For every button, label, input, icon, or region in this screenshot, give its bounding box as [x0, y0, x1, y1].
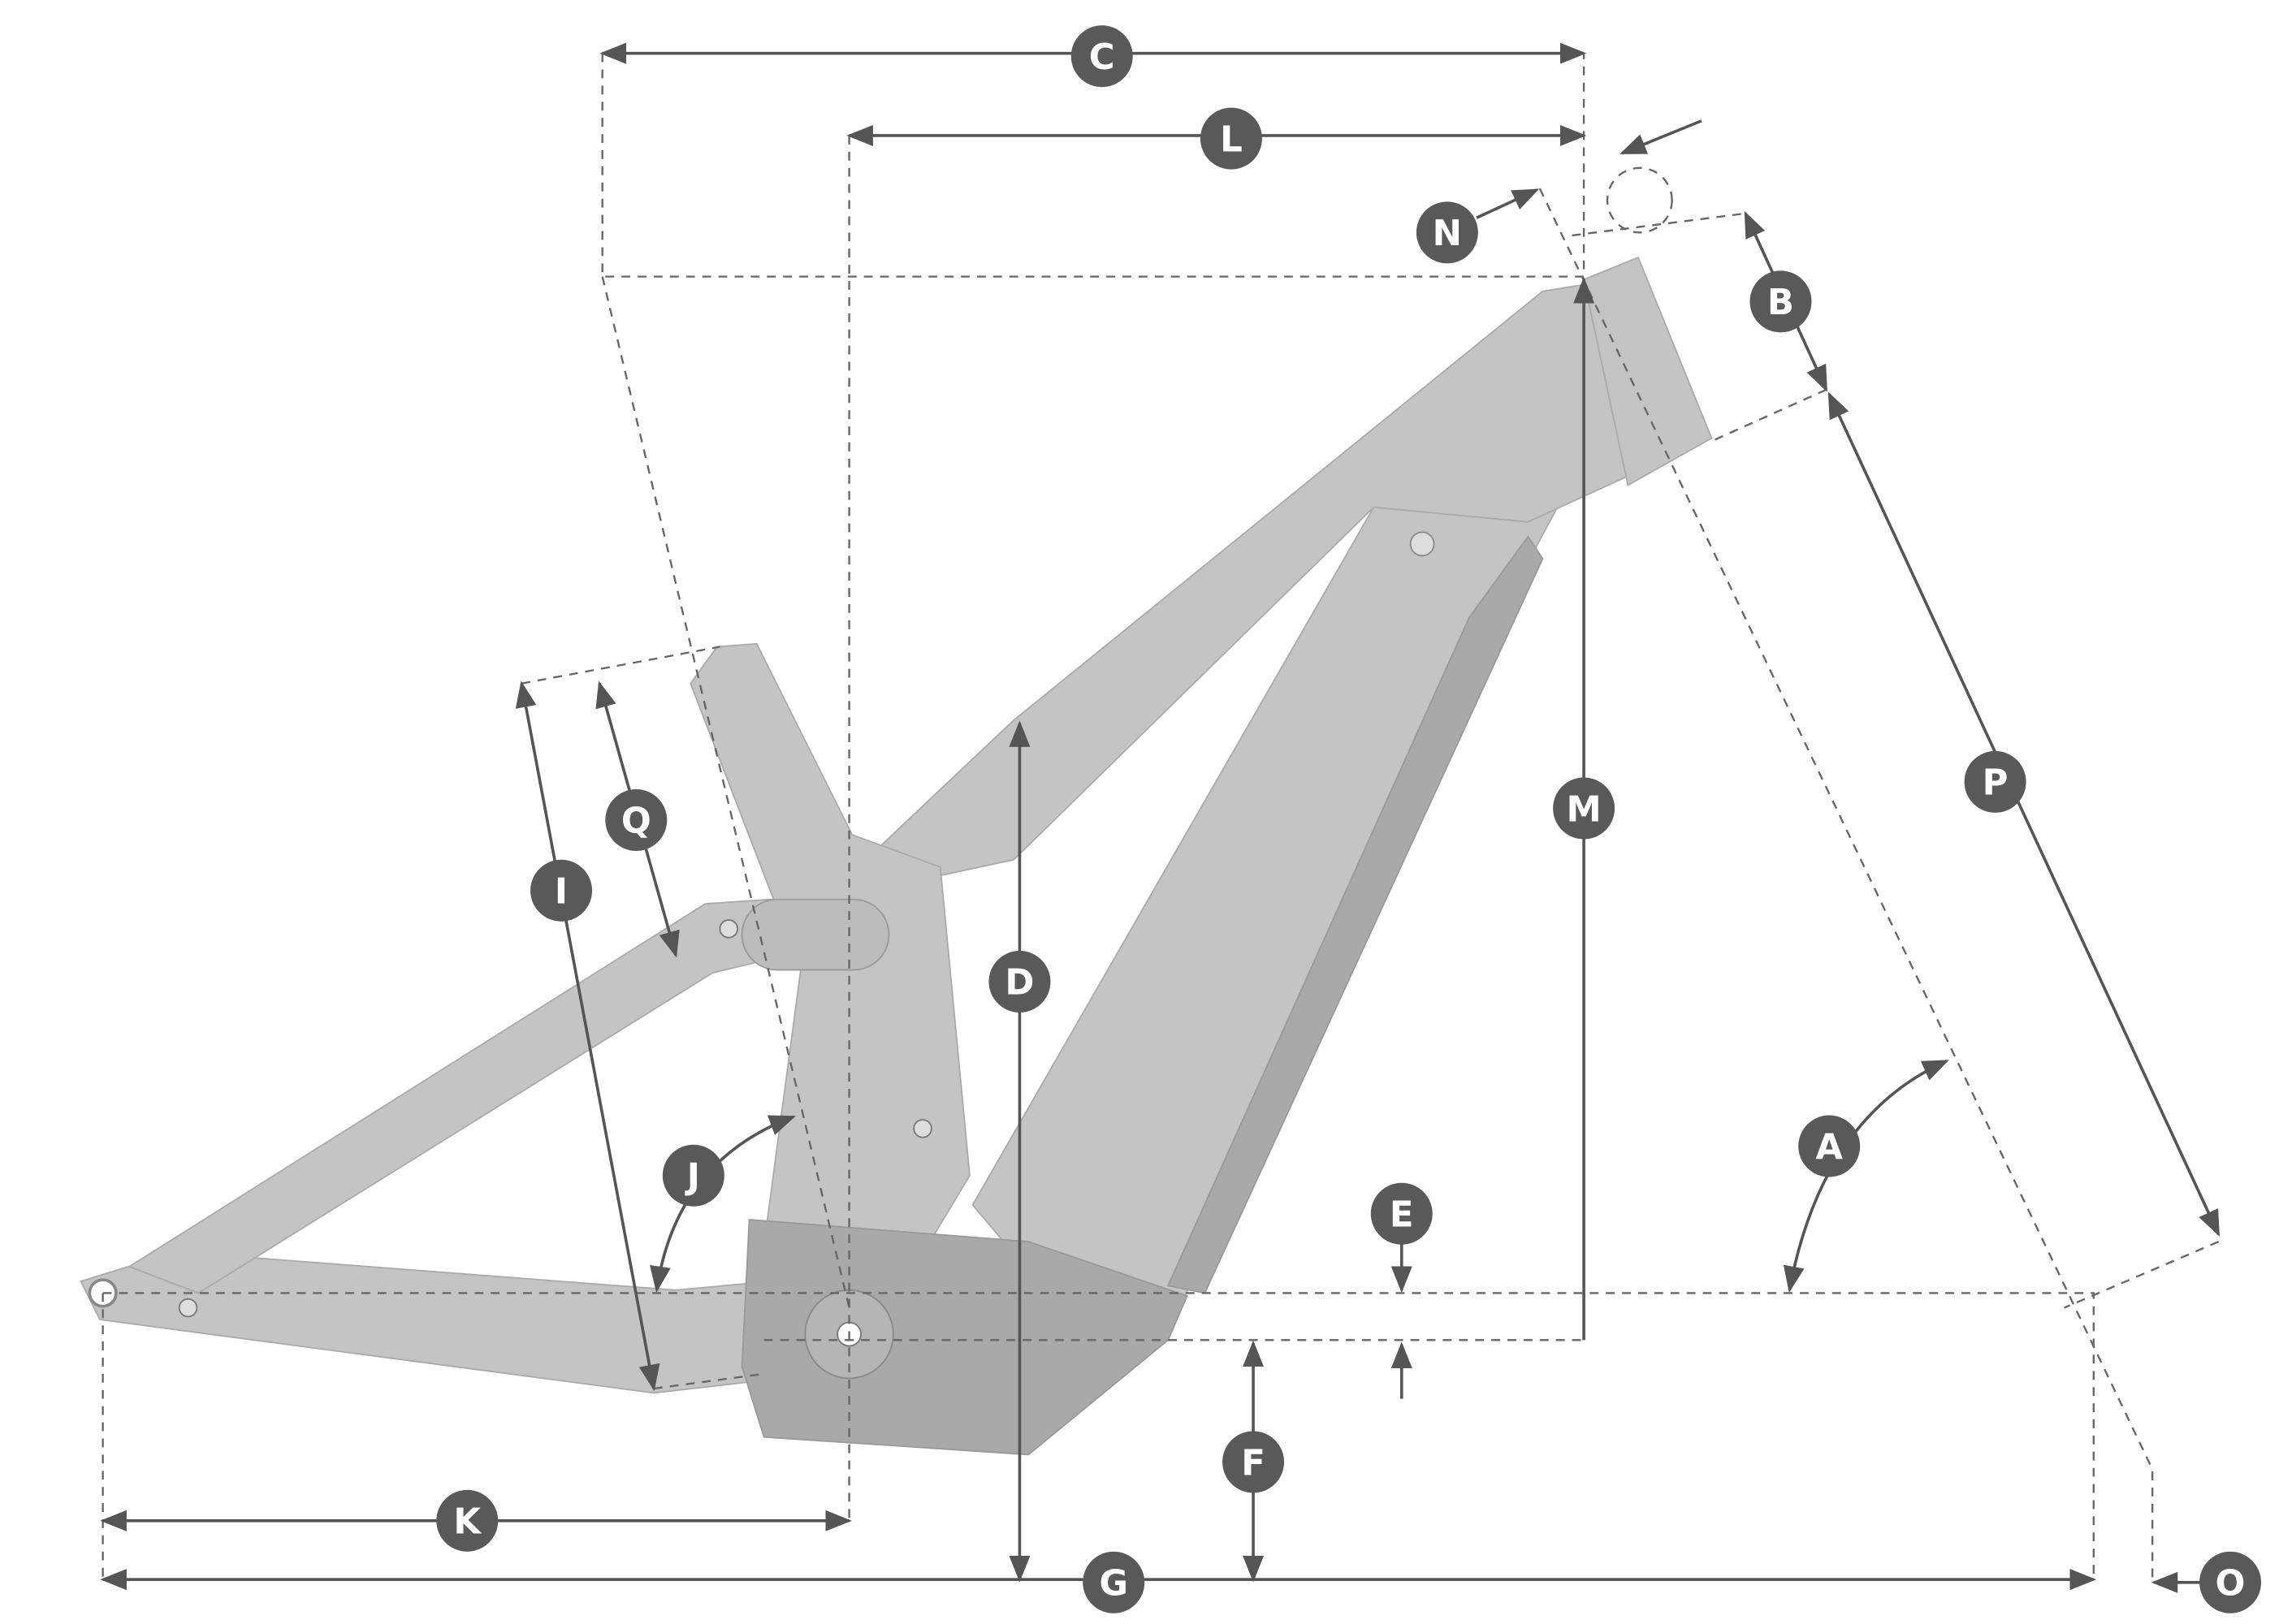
label-circle — [2199, 1551, 2262, 1613]
label-text: Q — [621, 801, 651, 842]
label-f: F — [1222, 1431, 1285, 1493]
label-c: C — [1070, 25, 1133, 88]
label-circle — [1200, 107, 1262, 170]
label-circle — [1222, 1431, 1285, 1493]
label-text: P — [1983, 763, 2009, 804]
label-circle — [436, 1489, 499, 1552]
battery-cover — [1166, 535, 1544, 1294]
label-text: F — [1241, 1443, 1265, 1484]
label-circle — [1083, 1551, 1145, 1613]
label-text: G — [1099, 1564, 1128, 1605]
label-text: N — [1433, 214, 1462, 254]
label-text: L — [1220, 119, 1243, 160]
head-tube — [1583, 256, 1713, 486]
label-circle — [1964, 750, 2026, 813]
label-text: J — [685, 1157, 700, 1198]
label-text: O — [2216, 1564, 2246, 1605]
label-i: I — [530, 859, 593, 922]
label-circle — [988, 950, 1051, 1013]
label-text: A — [1815, 1127, 1843, 1168]
label-e: E — [1370, 1182, 1433, 1245]
label-m: M — [1553, 777, 1615, 840]
label-b: B — [1749, 270, 1812, 333]
label-circle — [1070, 25, 1133, 88]
label-text: M — [1566, 789, 1601, 830]
bike-frame — [80, 256, 1713, 1456]
label-circle — [1749, 270, 1812, 333]
label-g: G — [1083, 1551, 1145, 1613]
label-text: D — [1005, 963, 1034, 1004]
seat-tube — [690, 642, 971, 1324]
label-n: N — [1416, 201, 1478, 264]
label-p: P — [1964, 750, 2026, 813]
label-text: E — [1390, 1195, 1414, 1236]
label-d: D — [988, 950, 1051, 1013]
label-o: O — [2199, 1551, 2262, 1613]
label-circle — [530, 859, 593, 922]
label-l: L — [1200, 107, 1262, 170]
seatstay — [128, 898, 787, 1294]
label-circle — [1416, 201, 1478, 264]
pivot-bolt — [178, 1298, 198, 1318]
label-text: C — [1089, 37, 1115, 78]
label-text: K — [453, 1502, 482, 1543]
dimension-labels: C L N B M P Q I D A E J F K G O — [436, 25, 2262, 1613]
label-circle — [662, 1144, 724, 1207]
label-q: Q — [605, 788, 668, 851]
label-circle — [1370, 1182, 1433, 1245]
label-circle — [605, 788, 668, 851]
motor-housing — [741, 1219, 1188, 1456]
label-circle — [1553, 777, 1615, 840]
label-circle — [1798, 1115, 1861, 1177]
shock-link — [741, 898, 890, 971]
label-text: I — [555, 872, 568, 913]
label-j: J — [662, 1144, 724, 1207]
lock-icon — [1409, 531, 1435, 557]
label-a: A — [1798, 1115, 1861, 1177]
pivot-bolt — [913, 1119, 932, 1138]
label-text: B — [1767, 283, 1794, 323]
label-k: K — [436, 1489, 499, 1552]
pivot-bolt — [719, 919, 739, 939]
